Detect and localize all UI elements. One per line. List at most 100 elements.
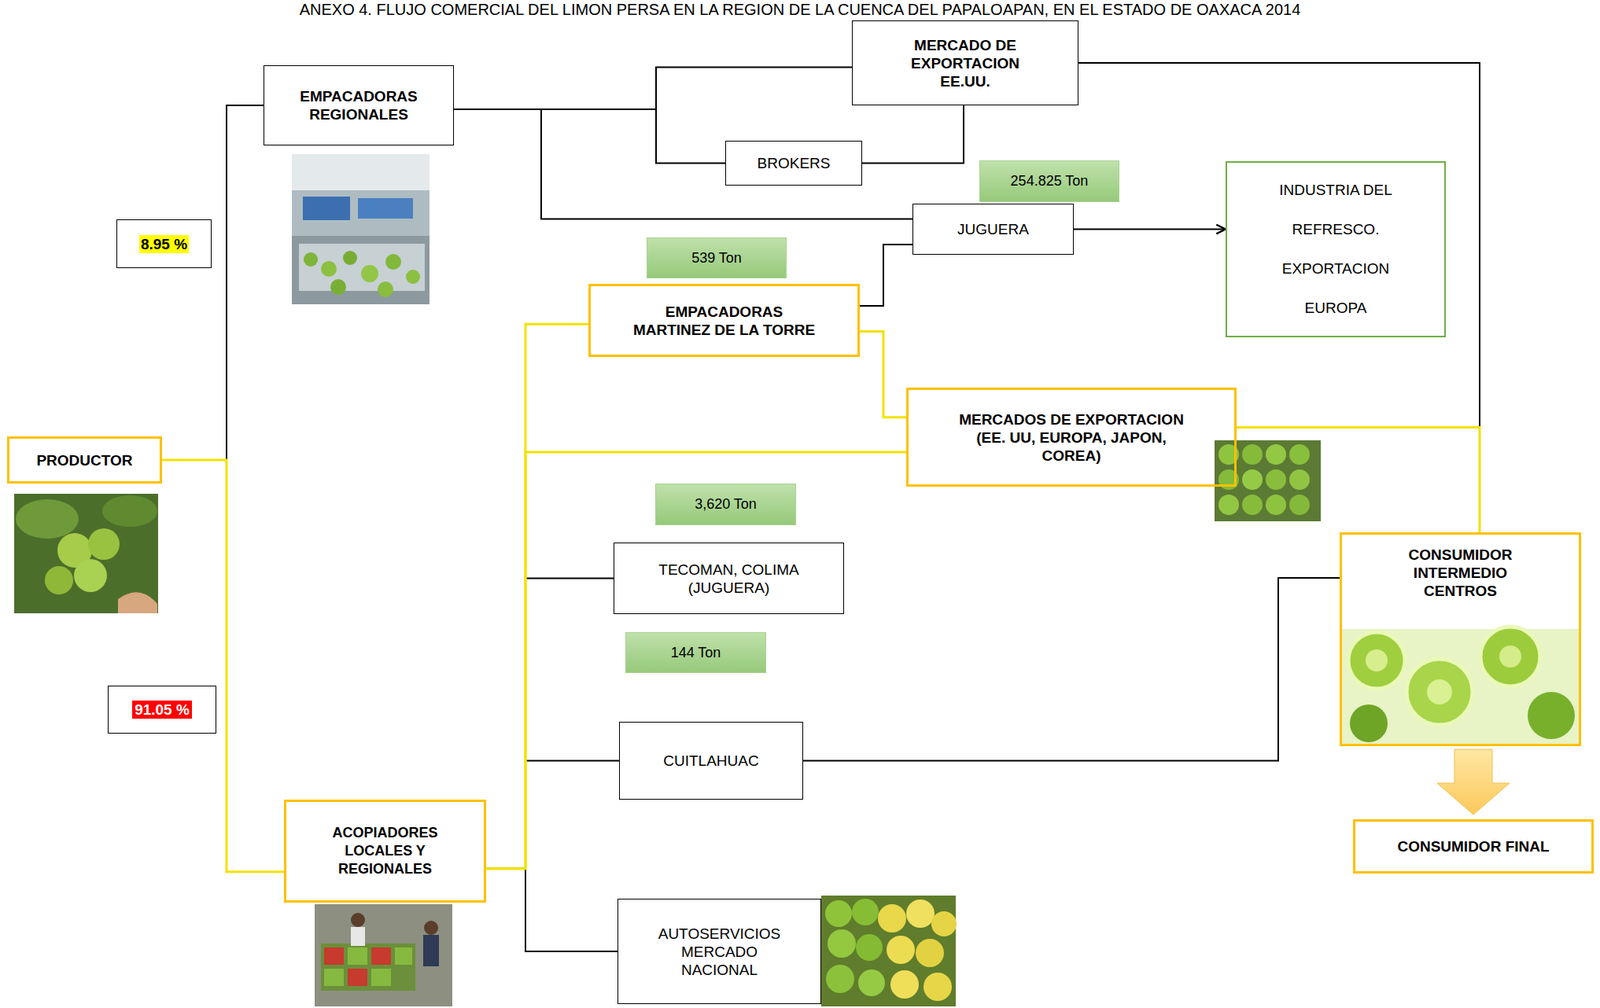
lime-slices-photo (1426, 679, 1453, 705)
packing-photo (342, 250, 358, 266)
lime-slices-photo (1348, 632, 1405, 690)
box-label: 91.05 % (132, 700, 192, 719)
lime-box-photo (1265, 494, 1287, 516)
box-label: MERCADO DE EXPORTACION EE.UU. (884, 36, 1047, 91)
lime-tree-photo (73, 559, 107, 593)
supermarket-photo (931, 911, 957, 937)
box-label: PRODUCTOR (36, 451, 133, 470)
supermarket-photo (915, 939, 944, 968)
lime-slices-photo (1499, 645, 1522, 668)
flow-line (486, 869, 618, 952)
lime-tree-photo (44, 566, 74, 595)
packing-photo (291, 154, 430, 305)
lime-box-photo (1218, 494, 1239, 516)
flow-line (859, 244, 913, 306)
collectors-photo (324, 947, 344, 966)
lime-slices-photo (1480, 626, 1541, 687)
flow-line (162, 460, 284, 873)
diagram-title: ANEXO 4. FLUJO COMERCIAL DEL LIMON PERSA… (299, 0, 1302, 19)
lime-slices-photo (1527, 692, 1575, 740)
flow-line (486, 452, 907, 870)
collectors-photo (314, 904, 453, 1007)
lime-slices-photo (1365, 649, 1388, 672)
packing-photo (377, 281, 394, 298)
process-box: EMPACADORAS REGIONALES (263, 65, 454, 146)
flow-line (486, 324, 589, 870)
lime-slices-photo (1349, 704, 1388, 743)
flow-line (486, 761, 620, 870)
packing-photo (361, 265, 379, 283)
lime-box-photo (1289, 444, 1310, 465)
percent-box: 8.95 % (116, 219, 212, 269)
box-label: CONSUMIDOR FINAL (1397, 837, 1549, 856)
supermarket-photo (877, 904, 907, 933)
flow-line (453, 66, 852, 110)
box-label: JUGUERA (957, 220, 1029, 239)
packing-photo (330, 279, 347, 295)
packing-photo (302, 196, 351, 221)
process-box: BROKERS (725, 140, 863, 186)
destination-box: INDUSTRIA DEL REFRESCO. EXPORTACION EURO… (1225, 161, 1446, 338)
flow-line (1073, 228, 1226, 231)
lime-tree-photo (15, 499, 79, 539)
supermarket-photo (827, 929, 856, 959)
supermarket-photo (923, 973, 952, 1002)
packing-photo (291, 235, 430, 305)
flow-line (862, 105, 964, 164)
lime-tree-photo (14, 494, 159, 614)
box-label: CUITLAHUAC (663, 752, 759, 771)
box-label: 254.825 Ton (1010, 172, 1089, 191)
supermarket-photo (906, 899, 935, 929)
lime-slices-photo (1341, 629, 1579, 745)
flow-line (486, 578, 614, 870)
lime-slices-photo (1341, 626, 1579, 745)
supermarket-photo (890, 970, 919, 1000)
flow-line (453, 109, 913, 219)
packing-photo (298, 243, 425, 292)
supermarket-photo (821, 895, 956, 1007)
lime-tree-photo (88, 528, 120, 561)
box-label: EMPACADORAS REGIONALES (272, 87, 446, 124)
supermarket-photo (855, 934, 883, 962)
supermarket-photo (821, 895, 957, 1007)
process-box: JUGUERA (912, 203, 1074, 255)
lime-box-photo (1242, 494, 1263, 516)
flow-line (1236, 427, 1480, 533)
collectors-photo (371, 969, 391, 987)
actor-box: CONSUMIDOR INTERMEDIO CENTROS (1339, 532, 1582, 747)
packing-photo (405, 269, 421, 284)
actor-box: CONSUMIDOR FINAL (1352, 819, 1594, 874)
lime-box-photo (1289, 469, 1310, 491)
packing-photo (357, 198, 413, 219)
tonnage-box: 539 Ton (646, 237, 787, 279)
packing-photo (291, 154, 430, 305)
collectors-photo (350, 913, 365, 928)
lime-box-photo (1214, 440, 1321, 522)
lime-slices-photo (1406, 659, 1473, 726)
flow-arrow (1437, 749, 1510, 815)
flow-line (803, 578, 1340, 762)
box-label: AUTOSERVICIOS MERCADO NACIONAL (652, 925, 787, 980)
collectors-photo (320, 943, 416, 992)
collectors-photo (371, 947, 391, 966)
supermarket-photo (825, 965, 855, 994)
lime-box-photo (1289, 494, 1310, 516)
box-label: CONSUMIDOR INTERMEDIO CENTROS (1389, 545, 1532, 601)
box-label: BROKERS (757, 154, 831, 173)
lime-box-photo (1214, 440, 1321, 522)
box-label: INDUSTRIA DEL REFRESCO. EXPORTACION EURO… (1276, 170, 1395, 329)
tonnage-box: 3,620 Ton (655, 483, 797, 526)
actor-box: PRODUCTOR (7, 436, 163, 484)
lime-tree-photo (102, 495, 158, 528)
lime-tree-photo (117, 592, 158, 614)
lime-box-photo (1265, 469, 1287, 491)
box-label: MERCADOS DE EXPORTACION (EE. UU, EUROPA,… (953, 410, 1190, 465)
collectors-photo (423, 935, 439, 967)
collectors-photo (324, 969, 344, 987)
collectors-photo (314, 904, 453, 1007)
lime-box-photo (1242, 469, 1263, 491)
flow-line (453, 109, 726, 163)
box-label: TECOMAN, COLIMA (JUGUERA) (638, 560, 820, 598)
packing-photo (303, 252, 318, 267)
